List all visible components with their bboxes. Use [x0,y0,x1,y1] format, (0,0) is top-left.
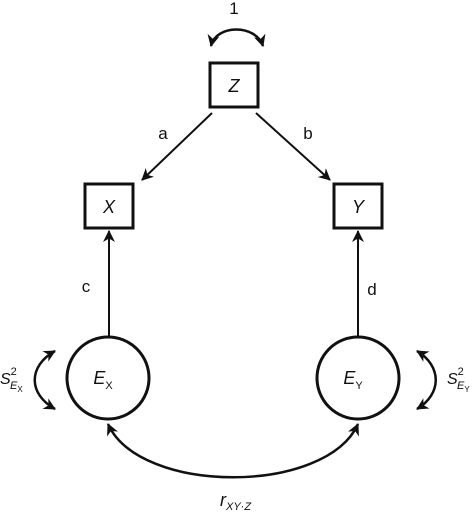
path-a-arrow [141,112,213,181]
y-node [332,182,384,230]
ey-node [315,335,401,421]
z-node-label: Z [228,76,241,96]
ey-node-label: EY [343,368,363,392]
x-node [83,182,135,230]
y-node-label: Y [352,197,366,217]
ey-variance-arc [416,349,437,411]
path-b-label: b [303,124,312,143]
ex-variance-arc [33,349,56,411]
z-variance-label: 1 [229,0,238,18]
path-d-label: d [367,280,376,299]
ex-node-label: EX [93,368,113,392]
z-node [208,61,260,109]
correlation-label: rXY·Z [220,490,252,513]
path-b-arrow [255,112,331,181]
x-node-label: X [102,197,116,217]
path-c-label: c [82,277,91,296]
path-a-label: a [158,124,168,143]
ex-node [65,335,151,421]
correlation-arc [106,423,360,479]
z-variance-arc [207,28,266,47]
